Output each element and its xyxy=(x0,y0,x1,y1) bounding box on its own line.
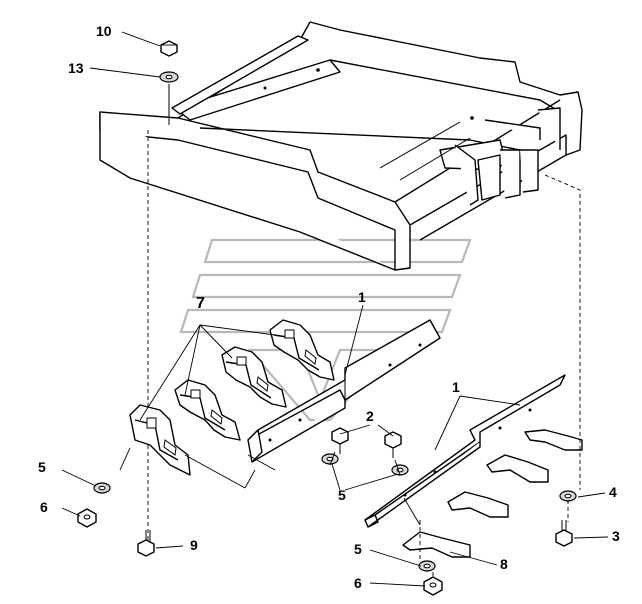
callout-5-left: 5 xyxy=(38,459,46,475)
callout-3: 3 xyxy=(612,528,620,544)
callout-1-lower: 1 xyxy=(452,379,460,395)
clip-1 xyxy=(524,429,583,451)
washer-5-mid-a xyxy=(321,453,339,465)
callout-9: 9 xyxy=(190,537,198,553)
knife-section-lower xyxy=(364,374,566,528)
callout-13: 13 xyxy=(68,60,84,76)
callout-8: 8 xyxy=(500,556,508,572)
knife-guard-1 xyxy=(129,404,191,476)
nut-6-bottom xyxy=(423,576,443,596)
knife-guard-4 xyxy=(269,319,335,381)
callout-6-bottom: 6 xyxy=(354,575,362,591)
clip-3 xyxy=(447,491,509,518)
nut-6-left xyxy=(77,508,97,528)
callout-10: 10 xyxy=(96,23,112,39)
nut-10 xyxy=(160,40,178,57)
bolt-9 xyxy=(137,530,155,557)
header-frame xyxy=(99,21,583,271)
washer-4 xyxy=(559,490,577,502)
callout-2: 2 xyxy=(366,408,374,424)
washer-5-bottom xyxy=(418,560,436,572)
callout-7: 7 xyxy=(196,295,205,312)
knife-guard-2 xyxy=(174,379,241,441)
washer-5-mid-b xyxy=(391,464,409,476)
axis-line-bottom xyxy=(419,520,434,578)
bolt-2b xyxy=(384,431,402,458)
callout-6-left: 6 xyxy=(40,499,48,515)
bolt-3 xyxy=(555,520,573,547)
callout-1-upper: 1 xyxy=(358,289,366,305)
bolt-2a xyxy=(331,427,349,454)
knife-guard-3 xyxy=(221,346,287,408)
callout-4: 4 xyxy=(609,484,617,500)
clip-2 xyxy=(486,454,549,483)
guide-lines xyxy=(119,447,421,526)
callout-5-bottom: 5 xyxy=(354,541,362,557)
leader-lines xyxy=(61,31,609,587)
washer-13 xyxy=(159,71,179,83)
axis-line-right xyxy=(544,174,581,522)
clip-4 xyxy=(402,531,471,558)
knife-section-upper xyxy=(247,319,441,463)
washer-5-left xyxy=(93,482,111,494)
callout-5-mid: 5 xyxy=(338,487,346,503)
